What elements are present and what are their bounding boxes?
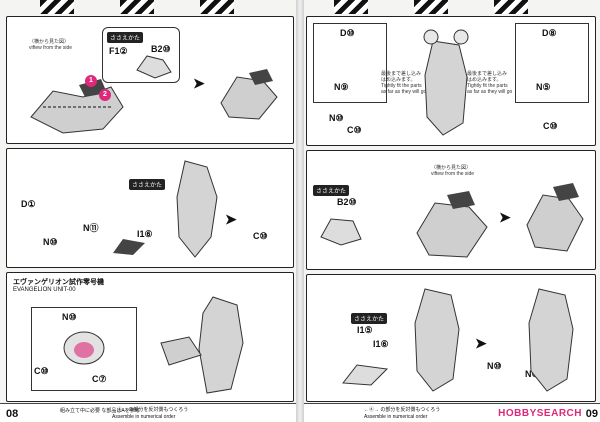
left-page: （横から見た図） viftew from the side ささえかた F1② …: [0, 0, 296, 422]
part-illustration: [320, 218, 362, 246]
footer-legend-en: Assemble in numerical order: [112, 414, 176, 420]
book-gutter: [296, 0, 304, 422]
part-label: D①: [21, 199, 36, 209]
part-label: D⑧: [542, 28, 557, 38]
assembly-step-panel: （横から見た図） viftew from the side ささえかた B2⑩ …: [306, 150, 596, 270]
right-page: D⑩ N⑨ D⑧ N⑤ 最後まで差し込み はめ込みます。 Tightly fit…: [304, 0, 600, 422]
instruction-note: 最後まで差し込み はめ込みます。 Tightly fit the parts a…: [381, 71, 427, 95]
footer-note: 組み立て中に必要 な部品はAを参考: [60, 408, 140, 414]
assembly-step-panel: エヴァンゲリオン試作零号機 EVANGELION UNIT-00 N⑩ C⑩ C…: [6, 272, 294, 402]
part-label: N⑤: [536, 82, 551, 92]
model-illustration: [220, 69, 278, 120]
hatch-stripe: [120, 0, 154, 14]
part-label: N⑩: [487, 361, 502, 371]
part-label: B2⑩: [151, 44, 171, 54]
hatch-stripe: [200, 0, 234, 14]
assembly-step-panel: D⑩ N⑨ D⑧ N⑤ 最後まで差し込み はめ込みます。 Tightly fit…: [306, 16, 596, 146]
part-label: D⑩: [340, 28, 355, 38]
assembly-step-panel: （横から見た図） viftew from the side ささえかた F1② …: [6, 16, 294, 144]
view-note: （横から見た図） viftew from the side: [431, 165, 475, 177]
next-arrow-icon: ➤: [193, 75, 205, 91]
part-label: C⑩: [543, 121, 558, 131]
part-label: I1⑥: [373, 339, 389, 349]
section-subtitle: EVANGELION UNIT-00: [13, 287, 76, 293]
part-label: C⑩: [347, 125, 362, 135]
model-illustration: [416, 191, 488, 258]
model-illustration: [160, 296, 244, 394]
part-label: N⑨: [334, 82, 349, 92]
detail-callout: D⑧ N⑤: [515, 23, 589, 103]
page-number: 08: [6, 408, 19, 420]
section-title: エヴァンゲリオン試作零号機: [13, 279, 104, 286]
model-illustration: [528, 288, 574, 392]
part-label: I1⑤: [357, 325, 373, 335]
support-tag: ささえかた: [313, 185, 350, 196]
step-marker: 1: [85, 75, 97, 87]
part-label: C⑩: [34, 366, 49, 376]
part-label: N⑩: [329, 113, 344, 123]
support-tag: ささえかた: [351, 313, 388, 324]
part-label: N⑩: [525, 369, 540, 379]
page-footer: 08 組み立て中に必要 な部品はAを参考 ←④→ の部分を反対側もつくろう As…: [0, 403, 296, 422]
part-label: F1②: [109, 46, 128, 56]
part-illustration: [63, 331, 105, 365]
part-illustration: [342, 364, 389, 386]
support-tag: ささえかた: [129, 179, 166, 190]
view-note: （横から見た図） viftew from the side: [29, 39, 73, 51]
detail-callout: D⑩ N⑨: [313, 23, 387, 103]
part-label: N⑪: [83, 223, 99, 233]
footer-legend: ←④→ の部分を反対側もつくろう: [364, 407, 441, 413]
hatch-stripe: [40, 0, 74, 14]
footer-legend: ←④→ の部分を反対側もつくろう: [112, 407, 189, 413]
hatch-stripe: [334, 0, 368, 14]
footer-legend-en: Assemble in numerical order: [364, 414, 428, 420]
part-label: C⑦: [92, 374, 107, 384]
model-illustration: [176, 160, 218, 258]
part-label: N⑩: [43, 237, 58, 247]
part-label: C⑩: [253, 231, 268, 241]
page-footer: ←④→ の部分を反対側もつくろう Assemble in numerical o…: [304, 403, 600, 422]
instruction-note: 最後まで差し込み はめ込みます。 Tightly fit the parts a…: [467, 71, 513, 95]
detail-callout: ささえかた F1② B2⑩: [102, 27, 180, 83]
part-label: N⑩: [62, 312, 77, 322]
part-illustration: [136, 55, 172, 79]
hatch-stripe: [414, 0, 448, 14]
next-arrow-icon: ➤: [475, 335, 487, 351]
hatch-stripe: [494, 0, 528, 14]
part-label: I1⑥: [137, 229, 153, 239]
part-illustration: [113, 239, 145, 255]
next-arrow-icon: ➤: [499, 209, 511, 225]
detail-callout: N⑩ C⑩ C⑦: [31, 307, 137, 391]
model-illustration: [30, 79, 124, 134]
model-illustration: [423, 29, 469, 136]
watermark-logo: HOBBYSEARCH: [498, 408, 582, 419]
next-arrow-icon: ➤: [225, 211, 237, 227]
support-tag: ささえかた: [107, 32, 144, 43]
page-number: 09: [585, 408, 598, 420]
step-marker: 2: [99, 89, 111, 101]
model-illustration: [526, 183, 584, 252]
assembly-step-panel: ささえかた I1⑤ I1⑥ ➤ N⑩ N⑩: [306, 274, 596, 402]
assembly-step-panel: ささえかた D① N⑪ N⑩ I1⑥ C⑩ ➤: [6, 148, 294, 268]
model-illustration: [414, 288, 460, 392]
part-label: B2⑩: [337, 197, 357, 207]
